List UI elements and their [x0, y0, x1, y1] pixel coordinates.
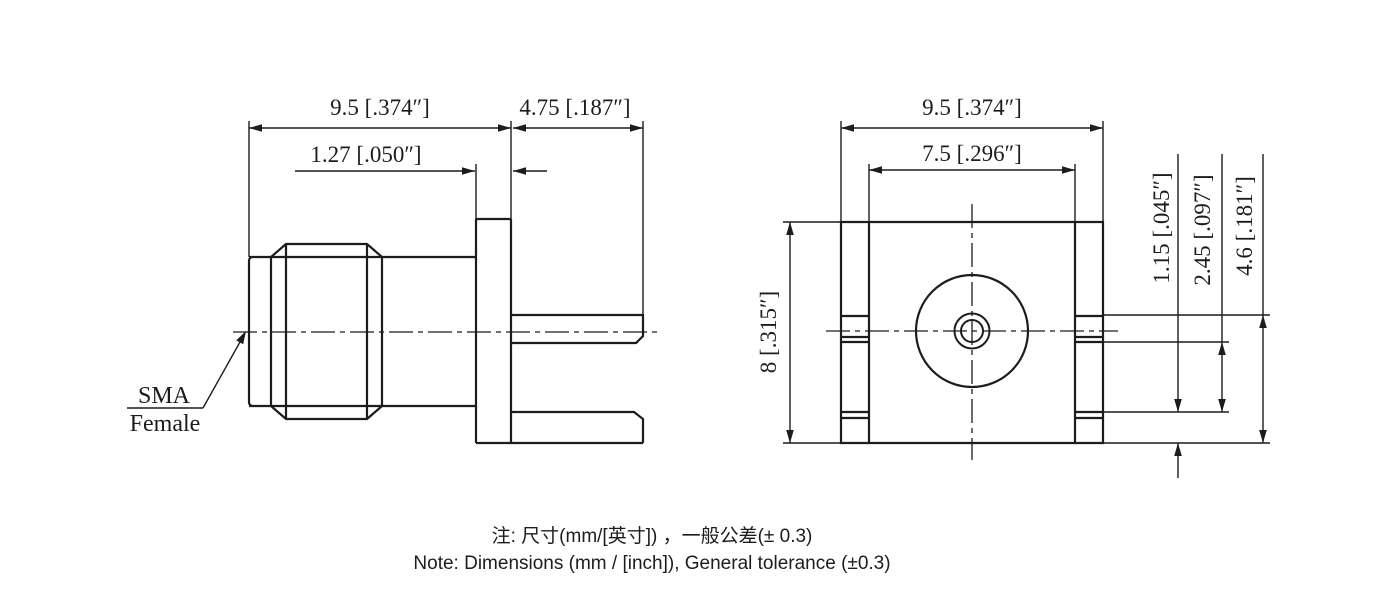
arrow-icon [1090, 124, 1103, 132]
left-view-side: 9.5 [.374″] 4.75 [.187″] 1.27 [.050″] SM… [127, 95, 658, 445]
arrow-icon [462, 167, 475, 175]
arrow-icon [630, 124, 643, 132]
arrow-icon [869, 166, 882, 174]
dim-left-body-length: 9.5 [.374″] [330, 95, 430, 120]
right-dimension-lines [783, 121, 1270, 478]
arrow-icon [513, 124, 526, 132]
arrow-icon [1218, 399, 1226, 412]
left-dimension-lines [127, 121, 644, 409]
arrow-icon [841, 124, 854, 132]
arrow-icon [786, 430, 794, 443]
dim-right-leg-thickness: 1.15 [.045″] [1149, 172, 1174, 283]
dim-left-flange-thickness: 1.27 [.050″] [310, 142, 421, 167]
arrow-icon [513, 167, 526, 175]
left-dimension-arrows [236, 124, 643, 345]
arrow-icon [1259, 315, 1267, 328]
right-dimension-arrows [786, 124, 1267, 456]
right-view-end: 9.5 [.374″] 7.5 [.296″] 8 [.315″] 1.15 [… [756, 95, 1270, 478]
dim-right-leg-extent: 4.6 [.181″] [1232, 176, 1257, 276]
arrow-icon [1174, 399, 1182, 412]
dim-right-leg-spacing: 7.5 [.296″] [922, 141, 1022, 166]
arrow-icon [1218, 342, 1226, 355]
callout-female: Female [130, 411, 201, 437]
leader-arrow-icon [236, 331, 246, 345]
sma-female-callout: SMA Female [130, 383, 201, 437]
arrow-icon [498, 124, 511, 132]
note-line-english: Note: Dimensions (mm / [inch]), General … [413, 553, 890, 574]
note-line-chinese: 注: 尺寸(mm/[英寸]) ，一般公差(± 0.3) [492, 525, 813, 547]
callout-sma: SMA [138, 383, 191, 409]
dim-left-leg-length: 4.75 [.187″] [519, 95, 630, 120]
notes-block: 注: 尺寸(mm/[英寸]) ，一般公差(± 0.3) Note: Dimens… [413, 525, 890, 574]
dim-right-leg-inset: 2.45 [.097″] [1190, 174, 1215, 285]
dim-right-flange-width: 9.5 [.374″] [922, 95, 1022, 120]
arrow-icon [1259, 430, 1267, 443]
arrow-icon [786, 222, 794, 235]
arrow-icon [249, 124, 262, 132]
arrow-icon [1062, 166, 1075, 174]
connector-side-outline [247, 217, 645, 445]
arrow-icon [1174, 443, 1182, 456]
dim-right-flange-height: 8 [.315″] [756, 291, 781, 373]
